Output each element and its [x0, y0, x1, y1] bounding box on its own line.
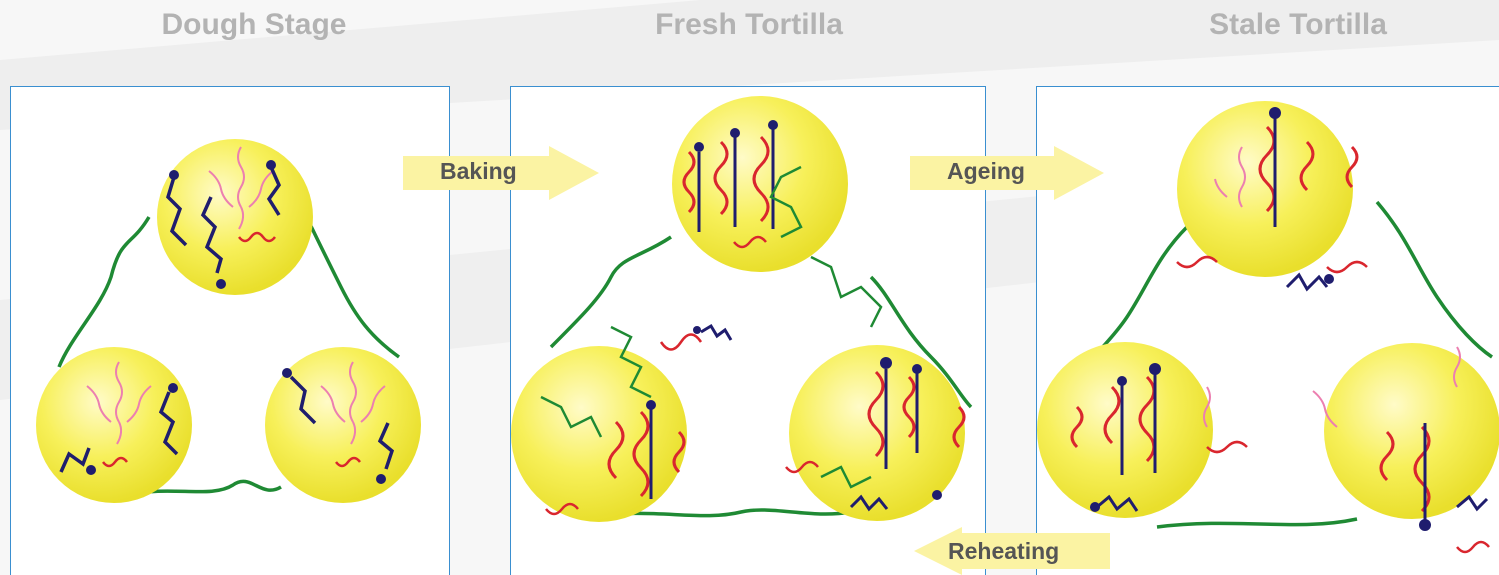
stage-title-dough: Dough Stage: [54, 8, 454, 42]
ageing-label: Ageing: [947, 158, 1025, 185]
reheating-label: Reheating: [948, 538, 1059, 565]
dough-stage-diagram: [11, 87, 450, 575]
baking-label: Baking: [440, 158, 517, 185]
granule-icon: [36, 347, 192, 503]
stage-title-fresh: Fresh Tortilla: [549, 8, 949, 42]
stale-tortilla-panel: [1036, 86, 1499, 575]
ageing-arrow: Ageing: [910, 146, 1104, 200]
granule-icon: [1037, 342, 1213, 518]
reheating-arrow: Reheating: [914, 527, 1110, 575]
baking-arrow: Baking: [403, 146, 599, 200]
granule-icon: [1324, 343, 1499, 519]
stale-tortilla-diagram: [1037, 87, 1499, 575]
dough-stage-panel: [10, 86, 450, 575]
stage-title-stale: Stale Tortilla: [1098, 8, 1498, 42]
granule-icon: [1177, 101, 1353, 277]
granule-icon: [157, 139, 313, 295]
